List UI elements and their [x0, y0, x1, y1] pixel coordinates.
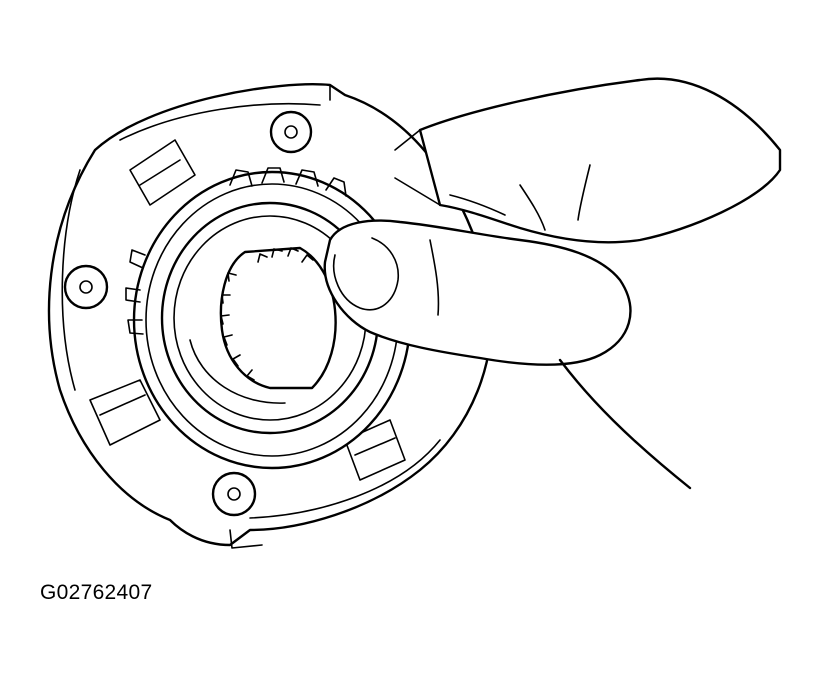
finger-edge	[394, 129, 441, 206]
housing-rim-bottom	[249, 439, 441, 519]
hand-crease-3	[449, 194, 506, 216]
hand-crease-1	[519, 184, 546, 231]
bolt-hole-top	[269, 110, 313, 154]
housing-tabs	[89, 139, 406, 481]
thumb-crease	[429, 239, 440, 316]
thumb	[323, 219, 632, 366]
bolt-hole-left	[63, 264, 109, 310]
hand-illustration	[323, 77, 782, 490]
housing-notch-bottom	[229, 529, 263, 549]
splined-bore	[219, 246, 337, 390]
housing-rim-left	[61, 169, 81, 391]
wrist-line	[558, 358, 692, 490]
bolt-hole-bottom	[211, 471, 257, 517]
housing-rim-top	[119, 103, 321, 141]
hand-back	[418, 77, 782, 244]
hand-crease-2	[577, 164, 591, 221]
thumbnail	[333, 237, 399, 311]
figure-code: G02762407	[40, 581, 153, 604]
